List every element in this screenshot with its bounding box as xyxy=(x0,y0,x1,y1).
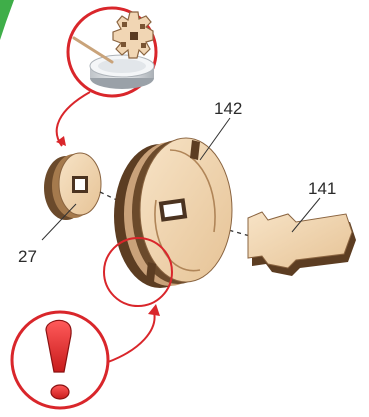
part-label-141: 141 xyxy=(308,179,336,198)
part-label-27: 27 xyxy=(18,247,37,266)
part-141-bar xyxy=(248,212,356,276)
warning-callout xyxy=(12,312,108,408)
part-142-disc xyxy=(114,138,232,288)
warning-arrow xyxy=(108,312,155,362)
warning-arrow-head xyxy=(148,304,160,316)
green-corner-tab xyxy=(0,0,14,40)
glue-callout xyxy=(68,8,156,96)
part-label-142: 142 xyxy=(214,99,242,118)
glue-dish-icon xyxy=(90,55,154,89)
part-27-washer xyxy=(44,153,101,220)
gear-piece-icon xyxy=(113,12,153,58)
